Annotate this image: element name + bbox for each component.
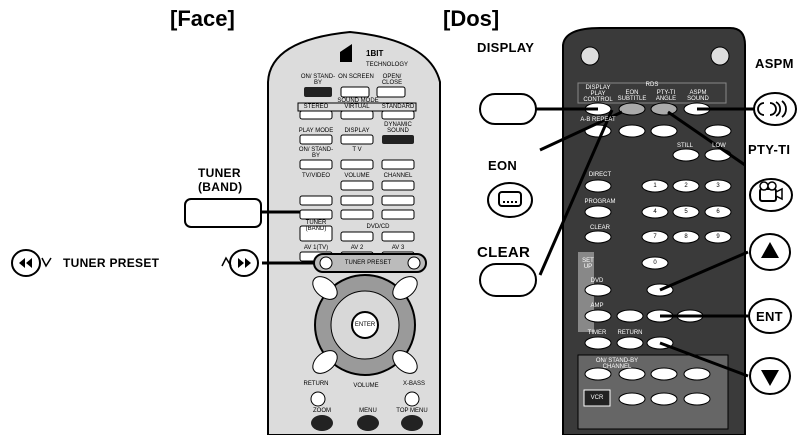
tuner-band-label-line2: (BAND) — [198, 180, 243, 194]
back-key-3: 3 — [716, 183, 720, 189]
back-rds-label: RDS — [645, 82, 659, 88]
face-header: [Face] — [170, 6, 235, 31]
face-dynamic-sound-label: DYNAMIC SOUND — [384, 122, 412, 134]
face-virtual-label: VIRTUAL — [344, 104, 370, 110]
face-dvd-cd-label: DVD/CD — [366, 224, 390, 230]
clear-button — [479, 263, 537, 297]
back-key-1: 1 — [653, 183, 657, 189]
display-button — [479, 93, 537, 125]
face-tuner-band-label: TUNER (BAND) — [305, 220, 327, 232]
face-open-close-label: OPEN/ CLOSE — [381, 74, 403, 86]
back-direct-label: DIRECT — [588, 172, 612, 178]
back-remote — [562, 27, 746, 435]
back-key-7: 7 — [653, 234, 657, 240]
clear-label: CLEAR — [477, 244, 531, 261]
back-key-4: 4 — [653, 209, 657, 215]
face-av1-label: AV 1(TV) — [303, 245, 329, 251]
face-stereo-label: STEREO — [303, 104, 329, 110]
pty-ti-label: PTY-TI — [748, 142, 791, 157]
face-x-bass-label: X-BASS — [402, 381, 425, 387]
face-standard-label: STANDARD — [381, 104, 415, 110]
face-on-screen-label: ON SCREEN — [338, 74, 374, 80]
face-sound-mode-label: SOUND MODE — [337, 98, 379, 104]
face-tv-video-label: TV/VIDEO — [301, 173, 330, 179]
back-on-standby-channel-label: ON/ STAND-BY CHANNEL — [595, 358, 639, 370]
back-key-5: 5 — [684, 209, 688, 215]
eon-label: EON — [488, 158, 518, 173]
face-remote — [267, 30, 441, 435]
back-dvd-label: DVD — [590, 278, 604, 284]
back-display-play-control-label: DISPLAY PLAY CONTROL — [583, 85, 613, 103]
back-key-8: 8 — [684, 234, 688, 240]
face-menu-label: MENU — [359, 408, 377, 414]
ent-label: ENT — [756, 309, 783, 324]
back-a-b-repeat-label: A-B REPEAT — [580, 117, 616, 123]
back-key-6: 6 — [716, 209, 720, 215]
face-volume-ring-label: VOLUME — [353, 383, 379, 389]
face-tuner-preset-label: TUNER PRESET — [344, 260, 392, 266]
face-channel-label: CHANNEL — [383, 173, 413, 179]
back-program-label: PROGRAM — [584, 199, 616, 205]
back-return-label: RETURN — [617, 330, 643, 336]
tuner-band-label-line1: TUNER — [198, 166, 241, 180]
back-aspm-sound-label: ASPM SOUND — [687, 90, 709, 102]
face-display-label: DISPLAY — [344, 128, 370, 134]
back-timer-label: TIMER — [587, 330, 607, 336]
back-key-9: 9 — [716, 234, 720, 240]
face-zoom-label: ZOOM — [313, 408, 331, 414]
tuner-preset-label: TUNER PRESET — [63, 256, 160, 270]
back-set-up-label: SET UP — [582, 258, 594, 270]
callout-lines — [262, 107, 757, 378]
face-play-mode-label: PLAY MODE — [298, 128, 334, 134]
face-volume-label: VOLUME — [344, 173, 370, 179]
back-clear-label: CLEAR — [589, 225, 610, 231]
tuner-band-button — [184, 198, 262, 228]
back-key-0: 0 — [653, 260, 657, 266]
back-still-label: STILL — [676, 143, 693, 149]
face-top-menu-label: TOP MENU — [396, 408, 428, 414]
face-on-standby-label: ON/ STAND-BY — [300, 74, 336, 86]
dos-header: [Dos] — [443, 6, 500, 31]
face-enter-label: ENTER — [354, 322, 376, 328]
face-av2-label: AV 2 — [350, 245, 364, 251]
aspm-label: ASPM — [755, 56, 794, 71]
face-tv-standby-label: ON/ STAND-BY — [298, 147, 334, 159]
face-logo-sub: TECHNOLOGY — [366, 62, 409, 68]
back-amp-label: AMP — [590, 303, 604, 309]
tuner-preset-callout-icons — [11, 249, 259, 277]
back-slow-label: LOW — [712, 143, 726, 149]
back-key-2: 2 — [684, 183, 688, 189]
back-eon-subtitle-label: EON SUBTITLE — [617, 90, 647, 102]
face-av3-label: AV 3 — [391, 245, 405, 251]
face-return-label: RETURN — [303, 381, 329, 387]
back-pty-ti-angle-label: PTY-TI ANGLE — [655, 90, 677, 102]
face-tv-label: T V — [352, 147, 362, 153]
face-logo: 1BIT — [366, 49, 384, 58]
back-vcr-label: VCR — [590, 395, 604, 401]
display-label: DISPLAY — [477, 40, 535, 55]
